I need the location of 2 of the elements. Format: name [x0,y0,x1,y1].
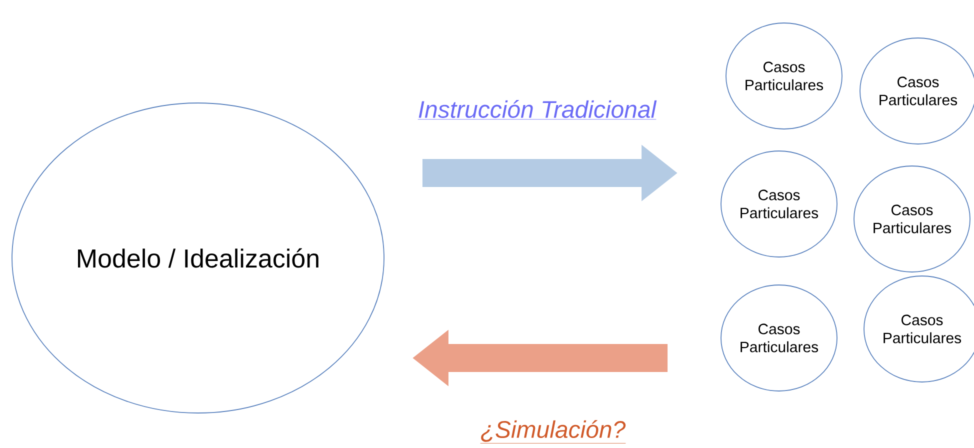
edge-label: Instrucción Tradicional [416,99,658,121]
edge-label: ¿Simulación? [479,419,627,445]
